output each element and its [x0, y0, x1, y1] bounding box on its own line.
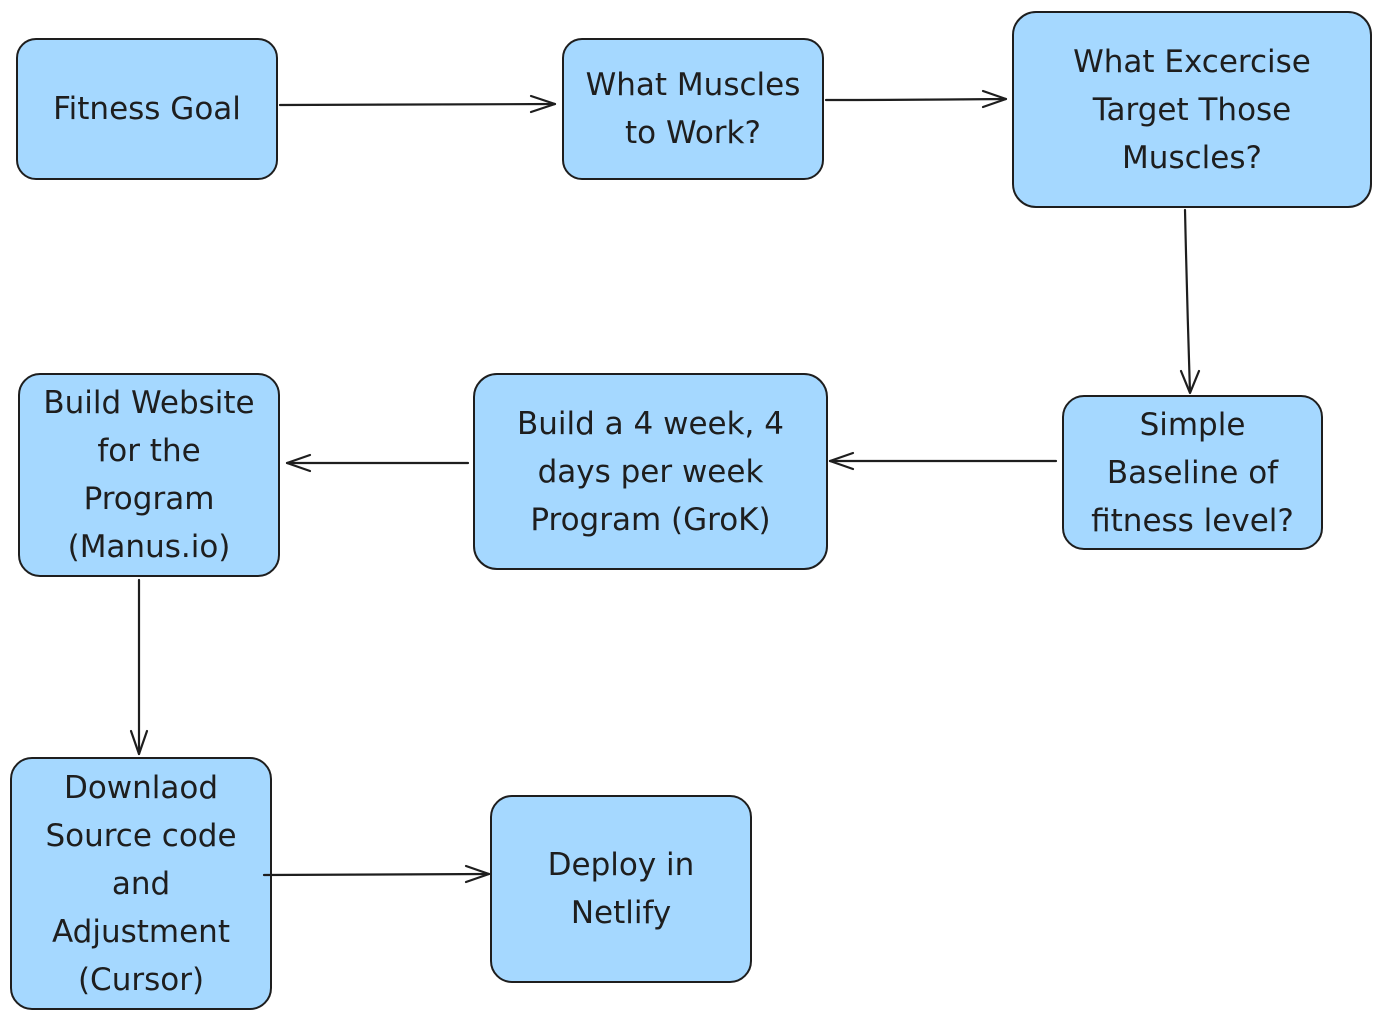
arrow-exercises-to-baseline [1179, 208, 1201, 395]
node-muscles-to-work: What Muscles to Work? [562, 38, 824, 180]
node-fitness-baseline: Simple Baseline of fitness level? [1062, 395, 1323, 550]
arrow-website-to-download [129, 578, 149, 756]
arrow-baseline-to-program [828, 451, 1058, 471]
node-fitness-goal: Fitness Goal [16, 38, 278, 180]
node-build-program: Build a 4 week, 4 days per week Program … [473, 373, 828, 570]
arrow-download-to-deploy [262, 864, 491, 884]
node-build-website: Build Website for the Program (Manus.io) [18, 373, 280, 577]
arrow-program-to-website [285, 453, 470, 473]
arrow-fitness-goal-to-muscles [278, 94, 557, 114]
node-deploy-netlify: Deploy in Netlify [490, 795, 752, 983]
node-download-source: Downlaod Source code and Adjustment (Cur… [10, 757, 272, 1010]
arrow-muscles-to-exercises [824, 89, 1008, 109]
node-target-exercises: What Excercise Target Those Muscles? [1012, 11, 1372, 208]
